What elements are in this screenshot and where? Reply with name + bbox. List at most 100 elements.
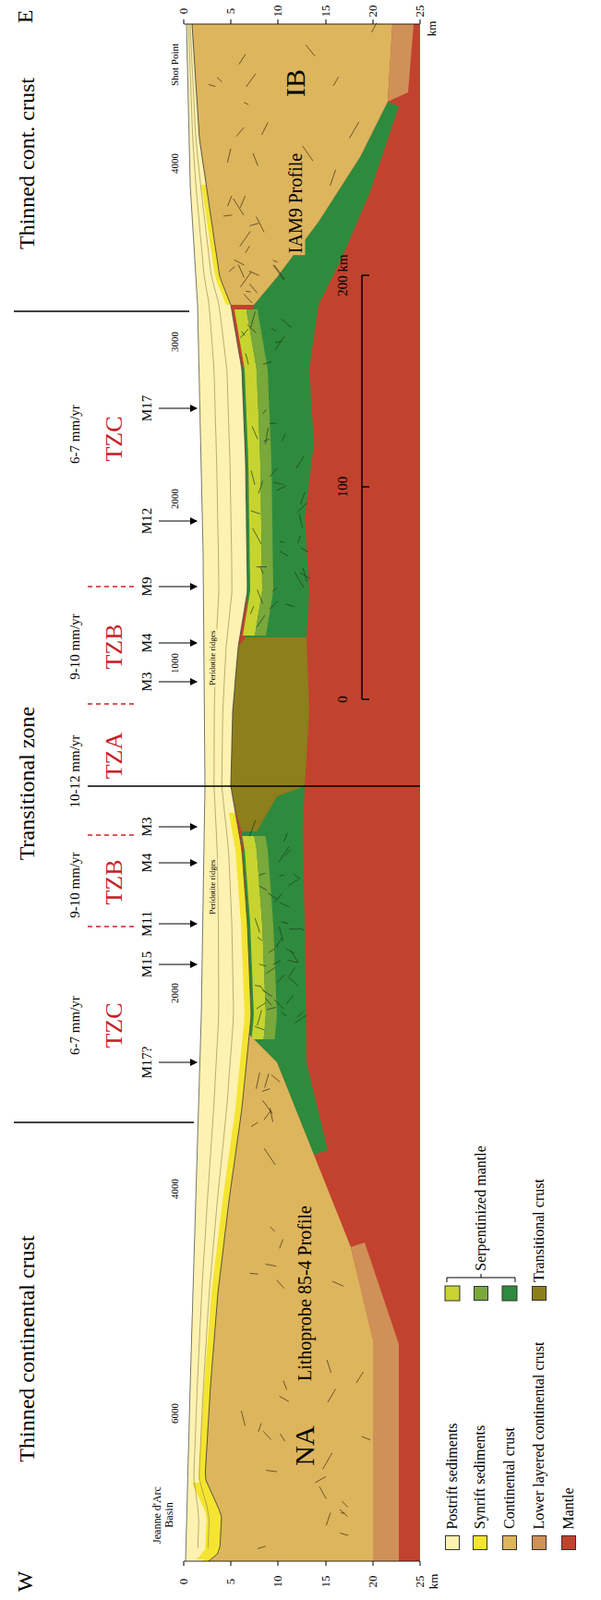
legend-bracket — [446, 1273, 516, 1282]
fault-stroke — [252, 153, 258, 167]
fault-stroke — [273, 264, 285, 280]
fault-stroke — [275, 336, 285, 350]
fault-stroke — [245, 245, 250, 253]
zone-name: TZA — [101, 732, 127, 780]
fault-stroke — [323, 1452, 333, 1469]
continental-crust — [192, 24, 393, 305]
fault-stroke — [256, 216, 265, 233]
fault-stroke — [254, 1025, 265, 1030]
depth-tick — [372, 19, 374, 25]
spreading-rate: 6-7 mm/yr — [68, 995, 84, 1055]
fault-stroke — [290, 949, 300, 962]
fault-stroke — [289, 966, 296, 975]
fault-stroke — [279, 1238, 284, 1249]
fault-stroke — [241, 331, 246, 337]
fault-stroke — [272, 588, 277, 592]
magnetic-anomaly: M9 — [140, 576, 156, 597]
anomaly-arrow — [158, 962, 197, 964]
fault-stroke — [300, 547, 309, 552]
fault-stroke — [254, 984, 261, 986]
basement-top — [192, 24, 252, 1561]
fault-stroke — [249, 819, 256, 836]
depth-label: 0 — [177, 1577, 191, 1585]
depth-label: 10 — [271, 1574, 285, 1587]
fault-stroke — [279, 1394, 289, 1401]
magnetic-anomaly: M4 — [140, 633, 156, 653]
fault-stroke — [270, 468, 278, 477]
spreading-rate: 10-12 mm/yr — [68, 734, 84, 808]
zone-boundary — [87, 702, 137, 704]
zone-name: TZB — [101, 623, 127, 669]
fault-stroke — [208, 84, 216, 87]
fault-stroke — [240, 195, 245, 208]
fault-stroke — [288, 975, 300, 986]
fault-stroke — [287, 959, 298, 962]
spreading-rate: 9-10 mm/yr — [68, 613, 84, 679]
fault-stroke — [278, 925, 283, 940]
anomaly-arrow — [158, 1060, 197, 1062]
fault-stroke — [297, 1010, 303, 1017]
fault-stroke — [246, 73, 256, 87]
legend-swatch — [502, 1534, 517, 1550]
fault-stroke — [288, 878, 299, 886]
fault-stroke — [263, 360, 272, 364]
zone-name: TZC — [101, 1001, 127, 1047]
magnetic-anomaly: M11 — [140, 910, 156, 937]
fault-stroke — [262, 989, 272, 997]
fault-stroke — [258, 1422, 262, 1431]
shot-point: 2000 — [169, 488, 181, 509]
fault-stroke — [325, 1512, 331, 1526]
fault-stroke — [273, 960, 281, 964]
profile-label: IAM9 Profile — [286, 151, 306, 255]
fault-stroke — [330, 169, 337, 186]
legend-swatch — [531, 1534, 547, 1550]
plate-label: IB — [280, 67, 311, 99]
fault-stroke — [297, 535, 301, 543]
fault-stroke — [259, 963, 266, 966]
fault-stroke — [266, 966, 276, 973]
lower-crust — [350, 1241, 399, 1561]
fault-stroke — [274, 264, 285, 279]
shot-point: Shot Point — [169, 43, 181, 86]
serpentinized-mantle — [253, 835, 277, 1039]
fault-stroke — [333, 76, 339, 86]
shot-point: 3000 — [169, 331, 181, 352]
fault-stroke — [265, 1469, 277, 1472]
fault-stroke — [238, 264, 244, 277]
fault-stroke — [262, 1088, 271, 1092]
anomaly-arrow — [158, 861, 197, 863]
depth-tick — [325, 1560, 327, 1565]
fault-stroke — [263, 1430, 272, 1439]
fault-stroke — [274, 892, 283, 902]
fault-stroke — [223, 215, 232, 217]
feature-label: Peridotite ridges — [208, 627, 217, 686]
legend-text: Synrift sediments — [472, 1424, 489, 1528]
fault-stroke — [251, 469, 255, 484]
zone-name: TZC — [101, 415, 127, 461]
fault-stroke — [245, 290, 252, 293]
fault-stroke — [273, 260, 278, 263]
depth-label: 5 — [224, 1577, 238, 1585]
fault-stroke — [256, 1071, 261, 1089]
anomaly-arrow — [158, 680, 197, 682]
anomaly-arrow — [158, 922, 197, 924]
fault-stroke — [305, 45, 315, 57]
anomaly-arrow — [158, 407, 197, 409]
scale-tick — [361, 485, 370, 488]
fault-stroke — [349, 121, 360, 139]
fault-stroke — [282, 433, 287, 442]
fault-stroke — [234, 259, 245, 265]
shot-point: 1000 — [169, 652, 181, 674]
depth-label: 0 — [177, 8, 191, 15]
serpentinized-mantle — [246, 309, 274, 636]
fault-stroke — [257, 1545, 266, 1549]
anomaly-arrow — [158, 825, 197, 827]
fault-stroke — [247, 324, 257, 333]
zone-title: Transitional zone — [15, 706, 39, 860]
fault-stroke — [233, 198, 244, 216]
depth-label: 25 — [413, 5, 427, 18]
fault-stroke — [361, 1435, 371, 1440]
fault-stroke — [294, 571, 304, 588]
fault-stroke — [240, 231, 251, 247]
fault-stroke — [263, 1099, 274, 1113]
